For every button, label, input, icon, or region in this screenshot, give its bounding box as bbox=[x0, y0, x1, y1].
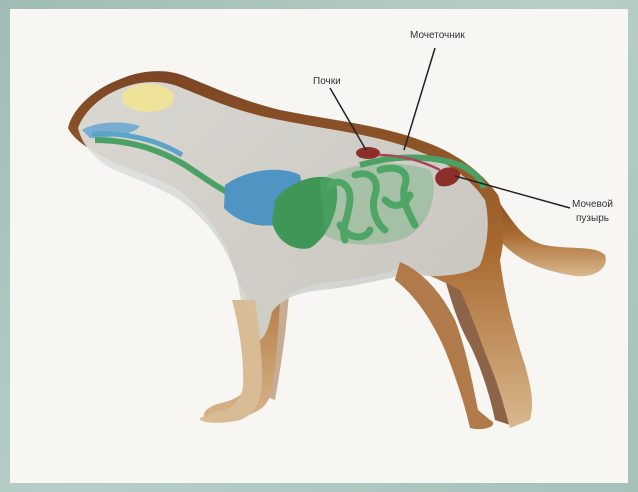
brain bbox=[122, 84, 174, 112]
ureter-label: Мочеточник bbox=[410, 30, 465, 41]
bladder-label-line2: пузырь bbox=[576, 213, 609, 224]
kidneys-label: Почки bbox=[313, 76, 341, 87]
bladder-label-line1: Мочевой bbox=[572, 199, 613, 210]
ureter-leader-line bbox=[404, 48, 435, 150]
kidney bbox=[356, 147, 380, 159]
